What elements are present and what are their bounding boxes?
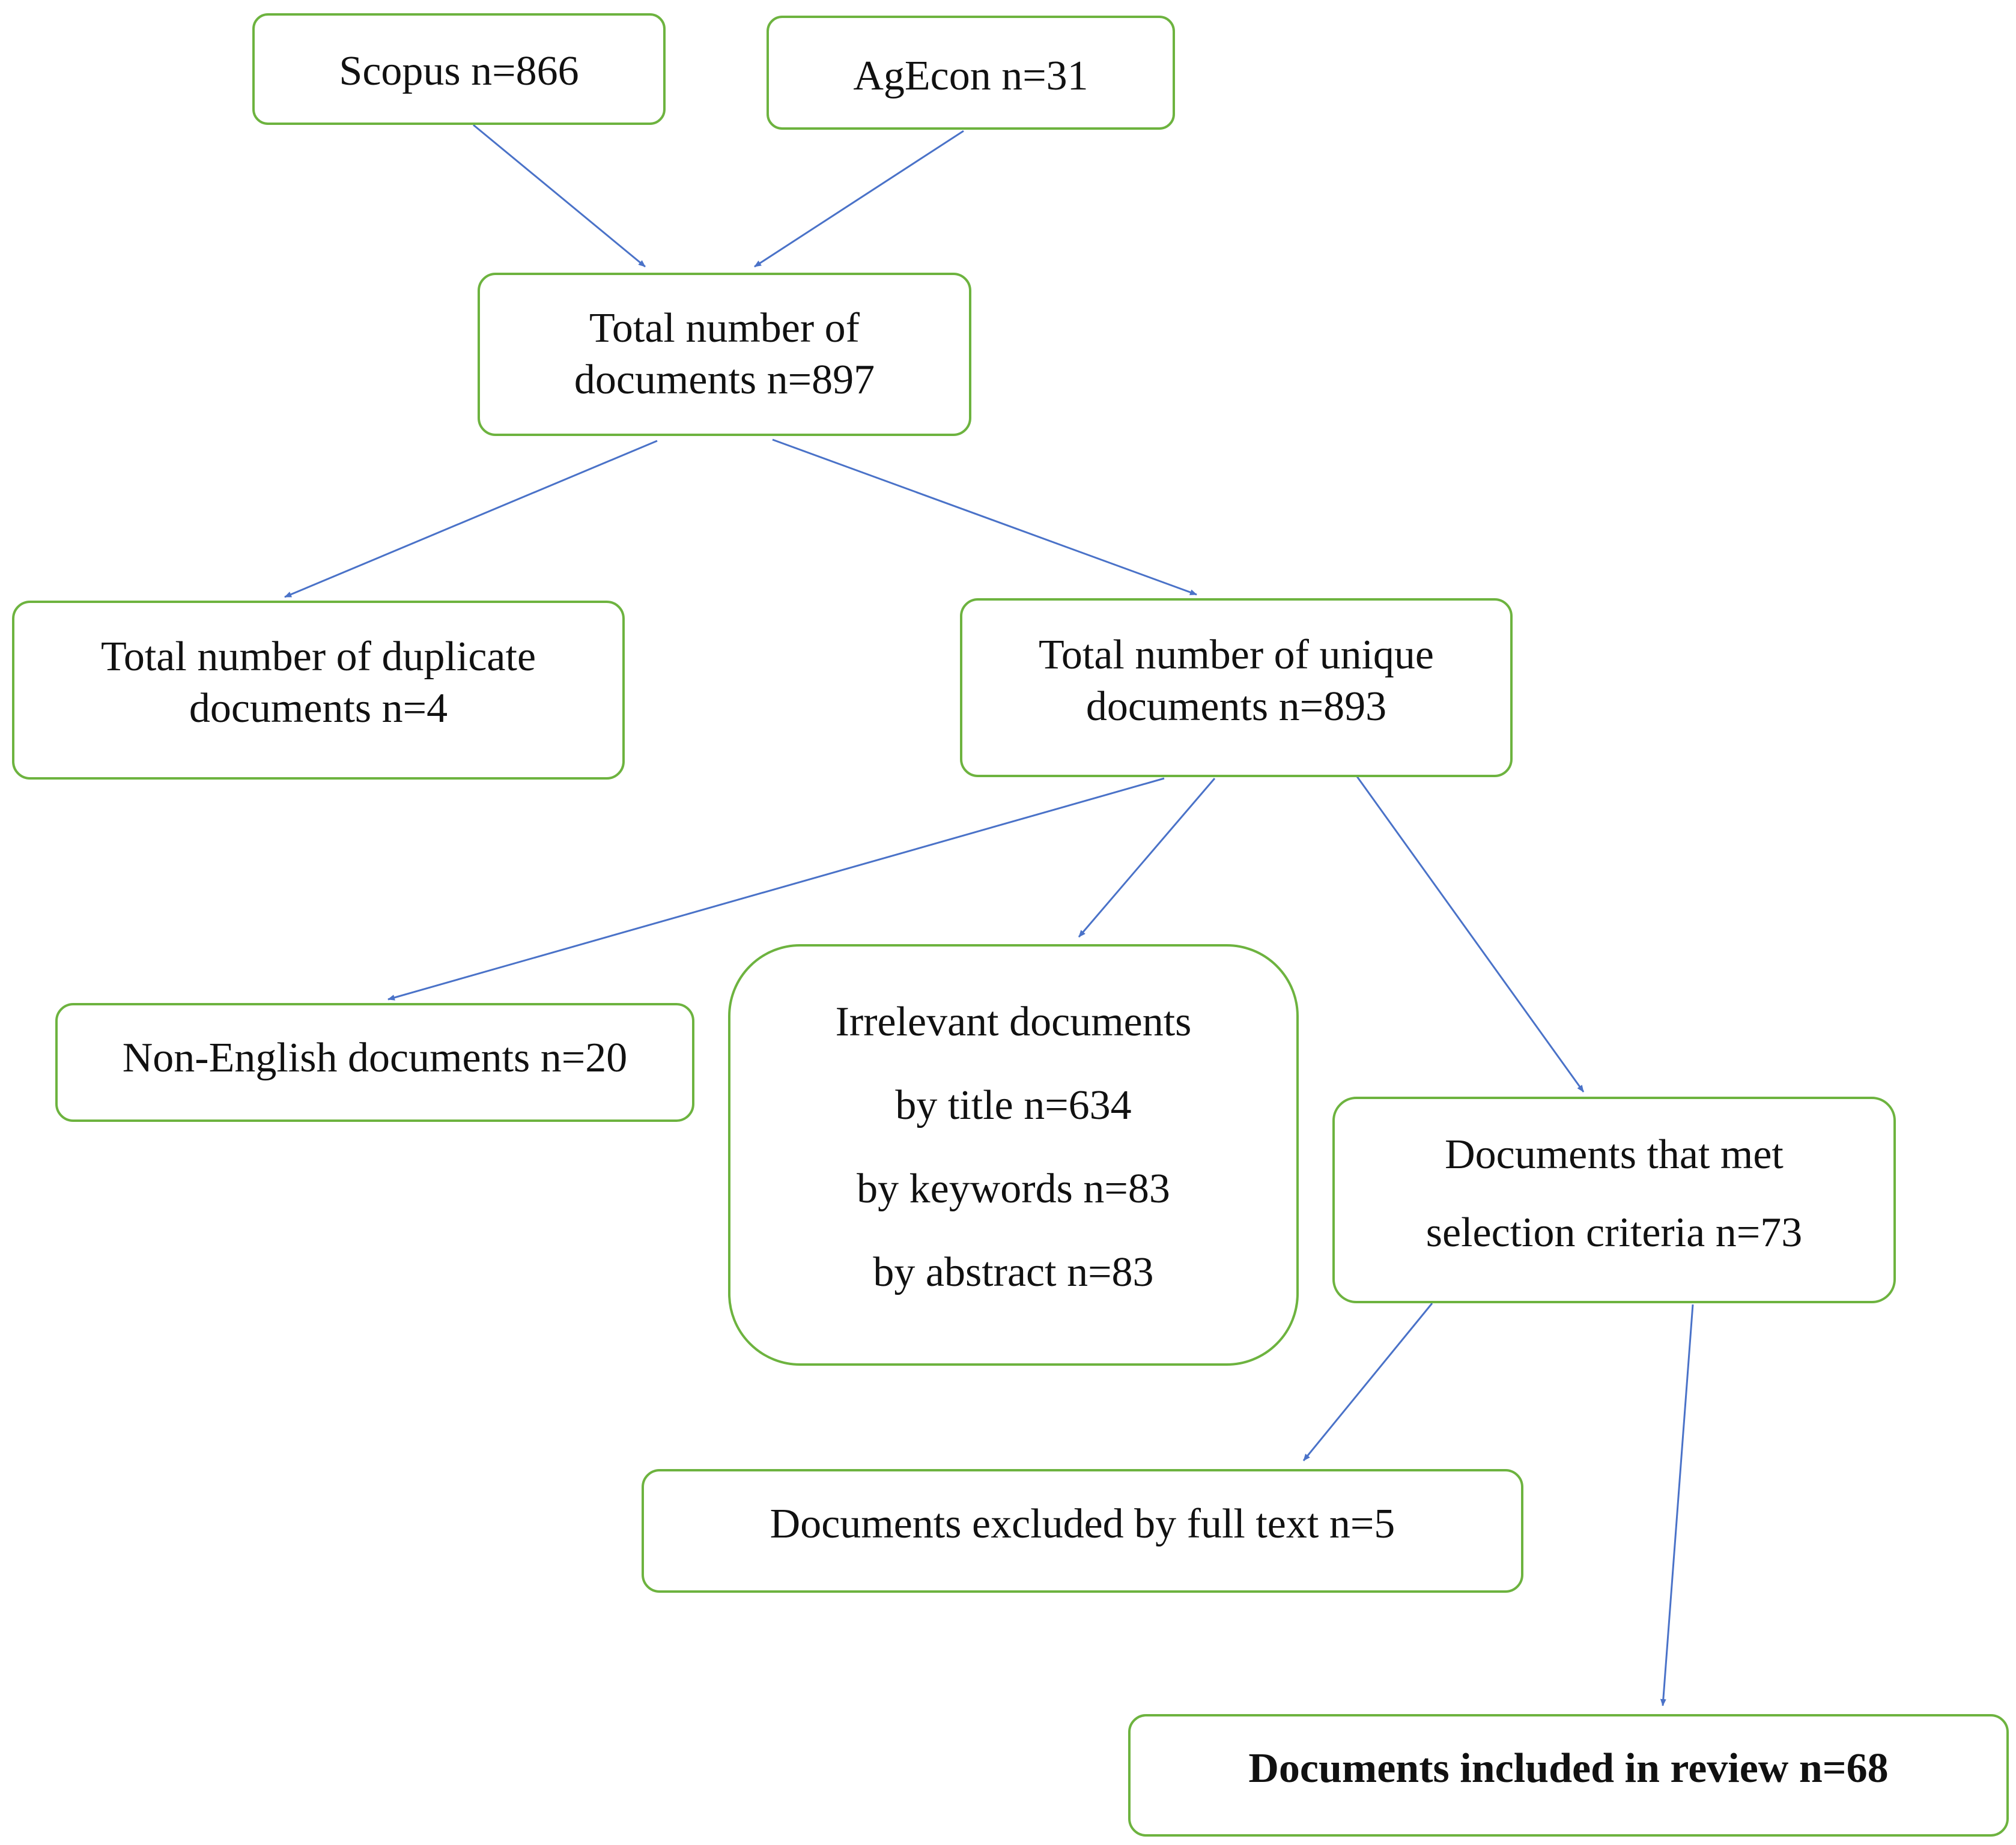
included-in-review-box: Documents included in review n=68: [1128, 1714, 2009, 1837]
met-criteria-line-2: selection criteria n=73: [1425, 1210, 1803, 1256]
arrow-unique-to-irrelevant: [1078, 778, 1216, 938]
included-in-review-label: Documents included in review n=68: [1248, 1745, 1889, 1792]
excluded-full-text-box: Documents excluded by full text n=5: [642, 1469, 1523, 1593]
duplicate-documents-box: Total number of duplicate documents n=4: [12, 601, 625, 780]
unique-documents-box: Total number of unique documents n=893: [960, 598, 1513, 777]
arrow-unique-to-met-criteria: [1353, 772, 1585, 1092]
duplicate-documents-line-1: Total number of duplicate: [100, 634, 536, 680]
agecon-count-label: AgEcon n=31: [853, 53, 1088, 99]
total-documents-line-1: Total number of: [589, 305, 860, 351]
irrelevant-documents-heading: Irrelevant documents: [835, 999, 1192, 1045]
scopus-source-box: Scopus n=866: [252, 13, 666, 125]
total-documents-box: Total number of documents n=897: [478, 273, 971, 436]
non-english-documents-box: Non-English documents n=20: [55, 1003, 694, 1122]
arrow-agecon-to-total: [754, 130, 964, 268]
arrow-scopus-to-total: [473, 124, 646, 268]
met-criteria-line-1: Documents that met: [1445, 1132, 1784, 1178]
irrelevant-by-keywords: by keywords n=83: [857, 1166, 1170, 1212]
arrow-total-to-unique: [772, 438, 1197, 596]
irrelevant-by-abstract: by abstract n=83: [873, 1249, 1154, 1295]
arrow-total-to-duplicates: [284, 440, 658, 598]
arrow-met-criteria-to-included: [1660, 1304, 1694, 1706]
arrow-met-criteria-to-excluded-full-text: [1302, 1303, 1433, 1461]
unique-documents-line-1: Total number of unique: [1039, 632, 1434, 678]
scopus-count-label: Scopus n=866: [339, 48, 579, 94]
unique-documents-line-2: documents n=893: [1085, 683, 1387, 730]
agecon-source-box: AgEcon n=31: [767, 16, 1175, 130]
duplicate-documents-line-2: documents n=4: [189, 685, 448, 732]
met-criteria-box: Documents that met selection criteria n=…: [1332, 1097, 1896, 1303]
irrelevant-documents-box: Irrelevant documents by title n=634 by k…: [728, 944, 1299, 1366]
non-english-documents-label: Non-English documents n=20: [122, 1035, 628, 1081]
arrow-unique-to-non-english: [387, 777, 1165, 1001]
excluded-full-text-label: Documents excluded by full text n=5: [770, 1501, 1395, 1547]
irrelevant-by-title: by title n=634: [895, 1082, 1132, 1129]
total-documents-line-2: documents n=897: [574, 357, 875, 403]
